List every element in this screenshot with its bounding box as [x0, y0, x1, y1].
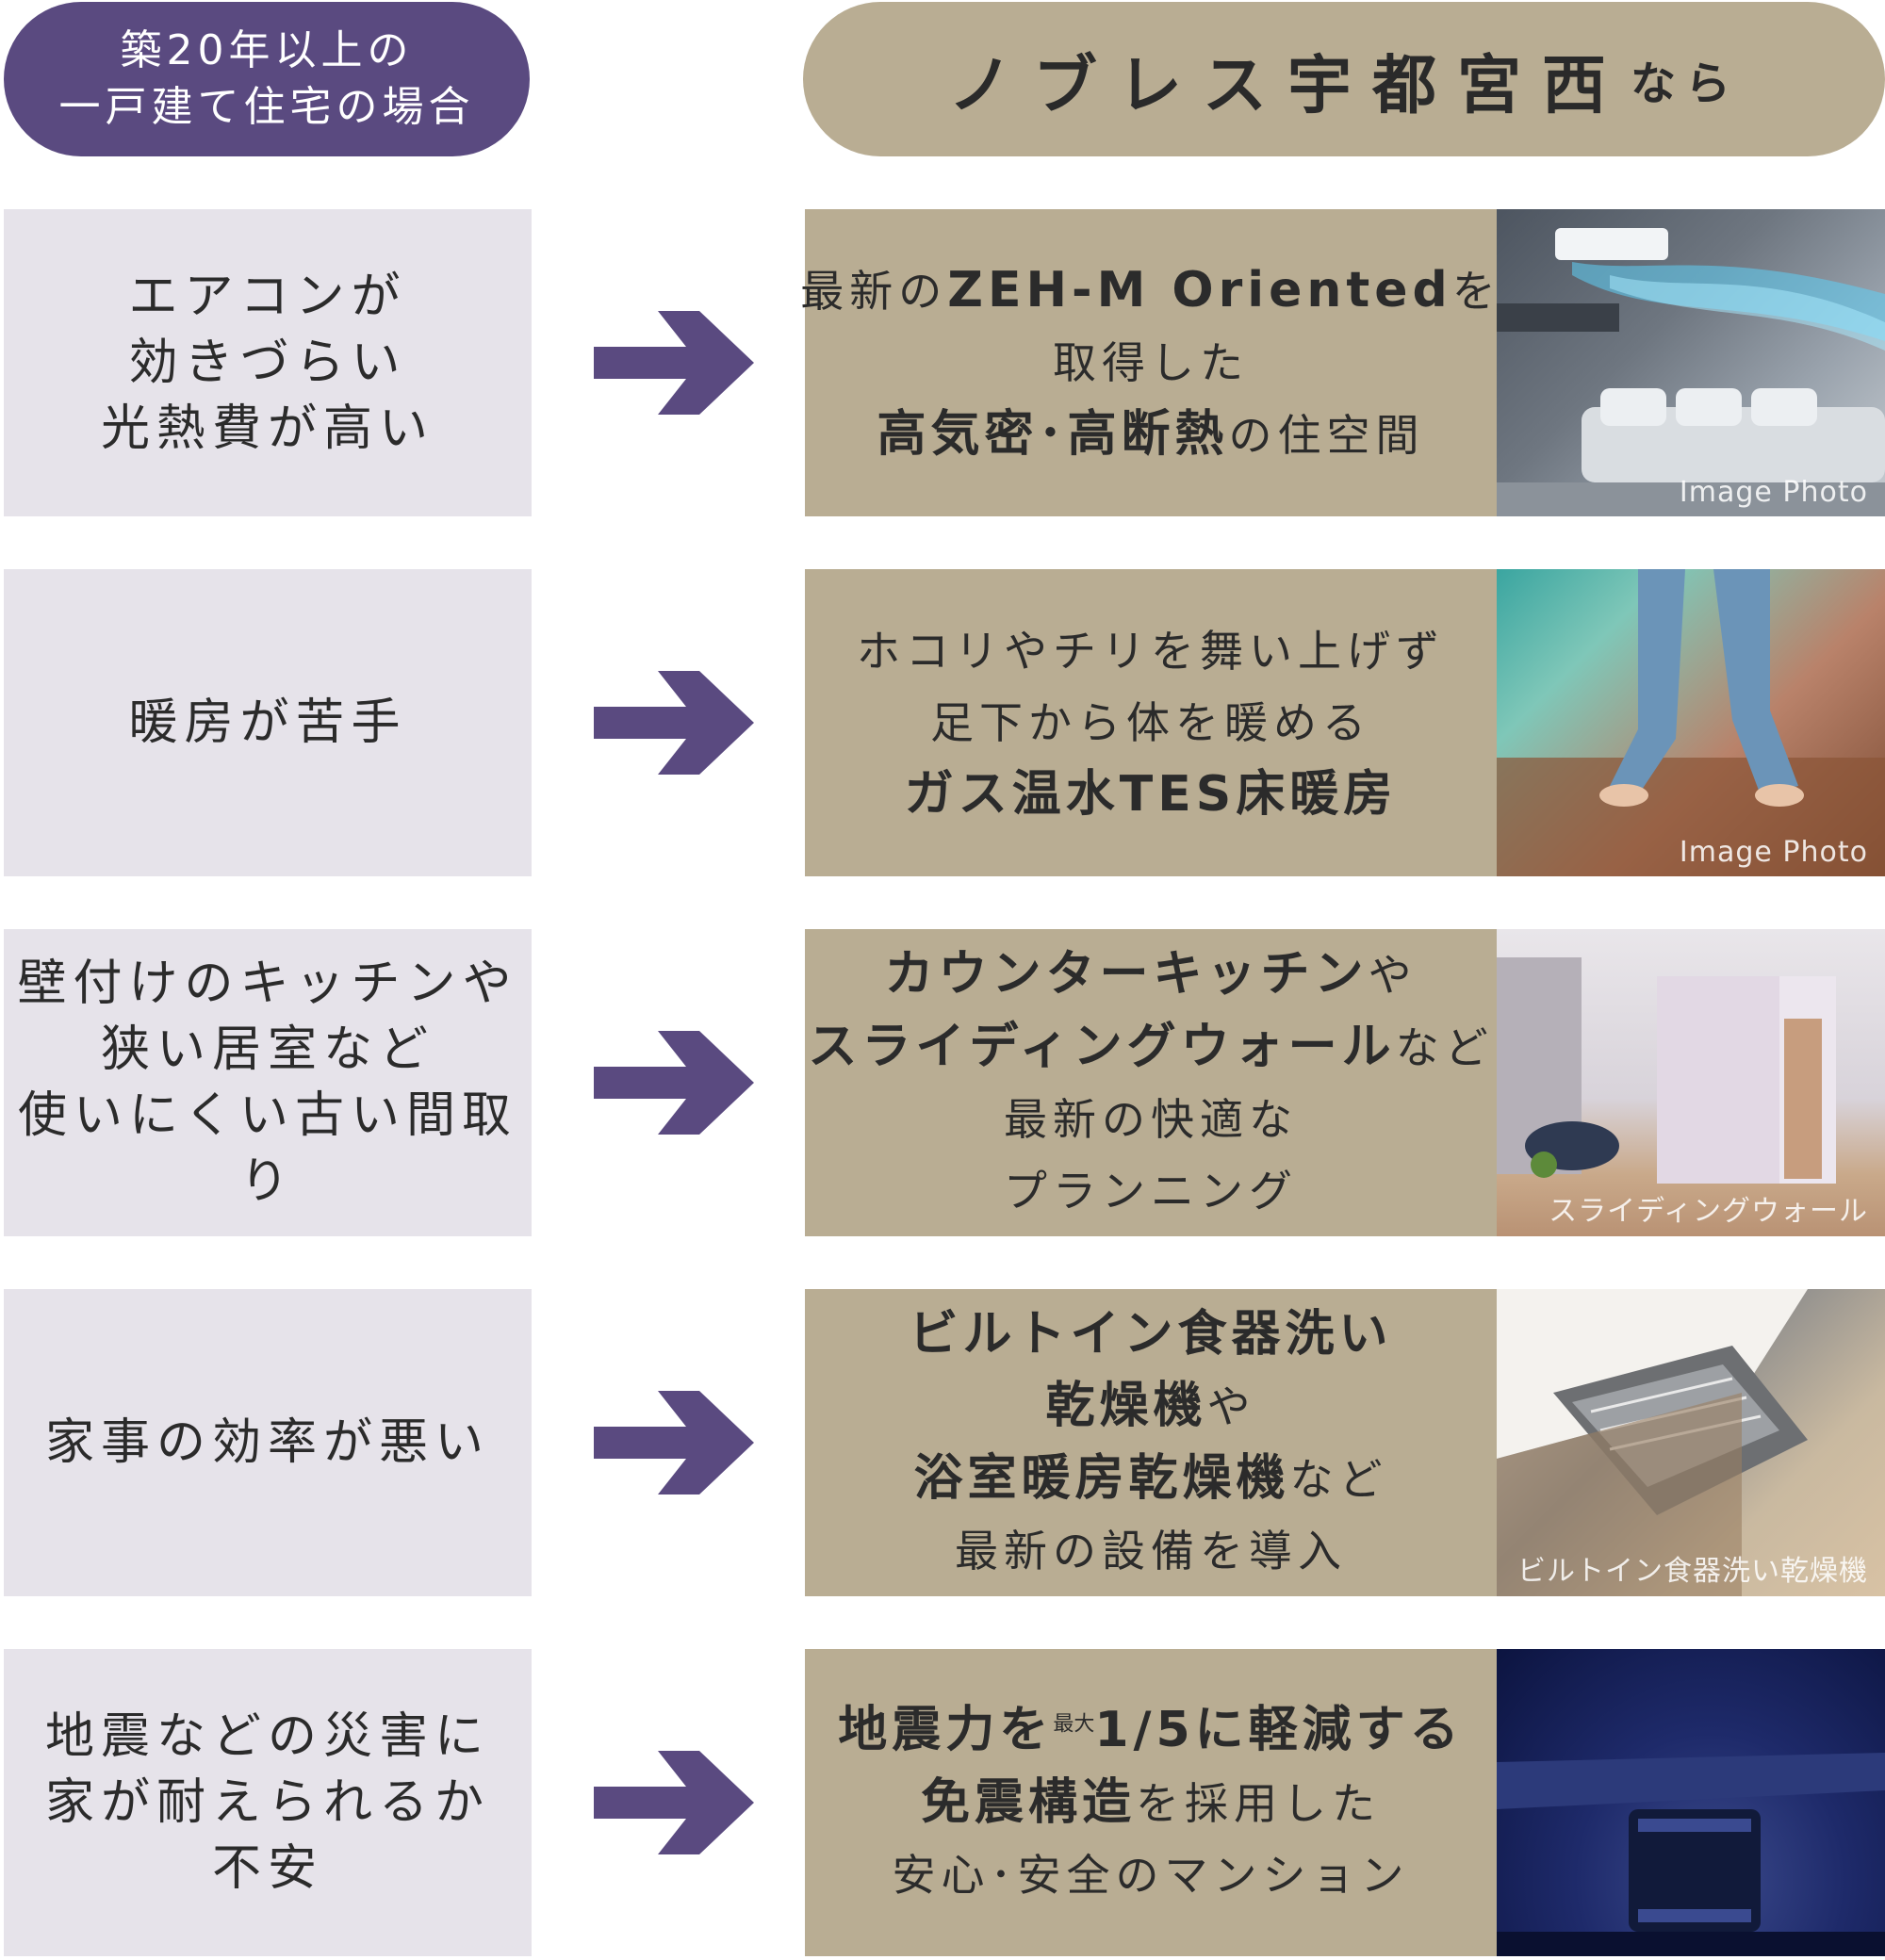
- problem-box-1: エアコンが 効きづらい 光熱費が高い: [4, 209, 532, 516]
- comparison-row-2: 暖房が苦手 ホコリやチリを舞い上げず 足下から体を暖める ガス温水TES床暖房 …: [0, 569, 1885, 876]
- solution-superscript: 最大: [1053, 1712, 1095, 1737]
- solution-highlight: カウンターキッチン: [884, 946, 1369, 1003]
- solution-line: 地震力を最大1/5に軽減する: [838, 1694, 1463, 1767]
- problem-line: 使いにくい古い間取り: [18, 1087, 517, 1210]
- problem-line: 光熱費が高い: [100, 400, 434, 457]
- header-right-badge: ノブレス宇都宮西 なら: [803, 2, 1885, 156]
- problem-box-3: 壁付けのキッチンや 狭い居室など 使いにくい古い間取り: [4, 929, 532, 1236]
- solution-line: 取得した: [1053, 337, 1249, 388]
- comparison-row-3: 壁付けのキッチンや 狭い居室など 使いにくい古い間取り カウンターキッチンや ス…: [0, 929, 1885, 1236]
- solution-line: 最新の設備を導入: [955, 1526, 1347, 1576]
- photo-sliding-wall-room: スライディングウォール: [1497, 929, 1885, 1236]
- solution-line: 浴室暖房乾燥機など: [913, 1443, 1387, 1515]
- problem-box-4: 家事の効率が悪い: [4, 1289, 532, 1596]
- photo-caption: Image Photo: [1679, 836, 1868, 869]
- solution-highlight: 乾燥機: [1045, 1378, 1207, 1434]
- header-right-suffix: なら: [1631, 57, 1741, 110]
- solution-line: 足下から体を暖める: [930, 697, 1371, 748]
- solution-highlight: ビルトイン食器洗い: [909, 1306, 1393, 1363]
- problem-box-5: 地震などの災害に 家が耐えられるか 不安: [4, 1649, 532, 1956]
- photo-floor-heating: Image Photo: [1497, 569, 1885, 876]
- solution-text: や: [1206, 1381, 1256, 1432]
- solution-line: 乾燥機や: [1045, 1370, 1255, 1443]
- comparison-row-1: エアコンが 効きづらい 光熱費が高い 最新のZEH-M Orientedを 取得…: [0, 209, 1885, 516]
- solution-highlight: 免震構造: [920, 1774, 1136, 1831]
- problem-line: 効きづらい: [128, 335, 407, 391]
- arrow-right-icon: [594, 1031, 754, 1135]
- problem-box-2: 暖房が苦手: [4, 569, 532, 876]
- photo-living-room-aircon: Image Photo: [1497, 209, 1885, 516]
- living-room-illustration: [1497, 228, 1885, 516]
- solution-text: の住空間: [1228, 410, 1425, 461]
- room-illustration: [1497, 957, 1836, 1184]
- solution-highlight: 浴室暖房乾燥機: [913, 1450, 1290, 1507]
- problem-line: 不安: [211, 1840, 323, 1897]
- comparison-row-5: 地震などの災害に 家が耐えられるか 不安 地震力を最大1/5に軽減する 免震構造…: [0, 1649, 1885, 1956]
- dishwasher-illustration: [1497, 1289, 1808, 1596]
- header-left-line1: 築20年以上の: [120, 26, 414, 74]
- solution-line: 最新の快適な: [1004, 1094, 1298, 1145]
- solution-text: など: [1395, 1022, 1494, 1073]
- solution-line: ホコリやチリを舞い上げず: [857, 626, 1445, 677]
- solution-box-3: カウンターキッチンや スライディングウォールなど 最新の快適な プランニング: [805, 929, 1497, 1236]
- solution-highlight: 1/5に軽減する: [1094, 1702, 1464, 1758]
- solution-line: 安心･安全のマンション: [892, 1850, 1410, 1901]
- problem-line: 地震などの災害に: [44, 1708, 490, 1765]
- problem-line: 壁付けのキッチンや: [17, 956, 518, 1012]
- header-right-title: ノブレス宇都宮西: [947, 48, 1627, 123]
- header-left-line2: 一戸建て住宅の場合: [58, 83, 475, 131]
- problem-line: 狭い居室など: [100, 1021, 434, 1078]
- photo-caption: ビルトイン食器洗い乾燥機: [1517, 1555, 1868, 1588]
- arrow-right-icon: [594, 1751, 754, 1854]
- feet-on-floor-illustration: [1497, 569, 1885, 876]
- seismic-isolator-illustration: [1497, 1753, 1885, 1956]
- solution-line: 高気密･高断熱の住空間: [877, 399, 1424, 471]
- solution-text: を: [1451, 266, 1501, 317]
- problem-line: 家事の効率が悪い: [44, 1414, 490, 1471]
- solution-line: スライディングウォールなど: [808, 1011, 1493, 1084]
- solution-highlight: 地震力を: [838, 1702, 1054, 1758]
- solution-text: を採用した: [1136, 1778, 1381, 1829]
- solution-line: 最新のZEH-M Orientedを: [800, 254, 1501, 327]
- photo-caption: Image Photo: [1679, 476, 1868, 509]
- solution-highlight: 高気密･高断熱: [877, 406, 1229, 463]
- photo-caption: スライディングウォール: [1549, 1195, 1868, 1228]
- arrow-right-icon: [594, 671, 754, 775]
- header-left-badge: 築20年以上の 一戸建て住宅の場合: [4, 2, 530, 156]
- comparison-row-4: 家事の効率が悪い ビルトイン食器洗い 乾燥機や 浴室暖房乾燥機など 最新の設備を…: [0, 1289, 1885, 1596]
- solution-box-2: ホコリやチリを舞い上げず 足下から体を暖める ガス温水TES床暖房: [805, 569, 1497, 876]
- solution-box-5: 地震力を最大1/5に軽減する 免震構造を採用した 安心･安全のマンション: [805, 1649, 1497, 1956]
- arrow-right-icon: [594, 311, 754, 415]
- solution-line: プランニング: [1004, 1166, 1298, 1217]
- solution-box-4: ビルトイン食器洗い 乾燥機や 浴室暖房乾燥機など 最新の設備を導入: [805, 1289, 1497, 1596]
- solution-line: カウンターキッチンや: [884, 939, 1417, 1011]
- solution-text: や: [1368, 950, 1418, 1001]
- arrow-right-icon: [594, 1391, 754, 1494]
- solution-highlight: ZEH-M Oriented: [947, 262, 1452, 318]
- problem-line: 暖房が苦手: [128, 694, 407, 751]
- solution-line: 免震構造を採用した: [921, 1767, 1381, 1839]
- solution-text: など: [1289, 1454, 1388, 1505]
- solution-highlight: スライディングウォール: [808, 1019, 1396, 1075]
- solution-box-1: 最新のZEH-M Orientedを 取得した 高気密･高断熱の住空間: [800, 209, 1497, 516]
- solution-text: 最新の: [800, 266, 948, 317]
- photo-seismic-isolation: [1497, 1649, 1885, 1956]
- solution-highlight: ガス温水TES床暖房: [904, 766, 1398, 823]
- problem-line: 家が耐えられるか: [44, 1774, 490, 1831]
- photo-dishwasher: ビルトイン食器洗い乾燥機: [1497, 1289, 1885, 1596]
- problem-line: エアコンが: [128, 269, 407, 325]
